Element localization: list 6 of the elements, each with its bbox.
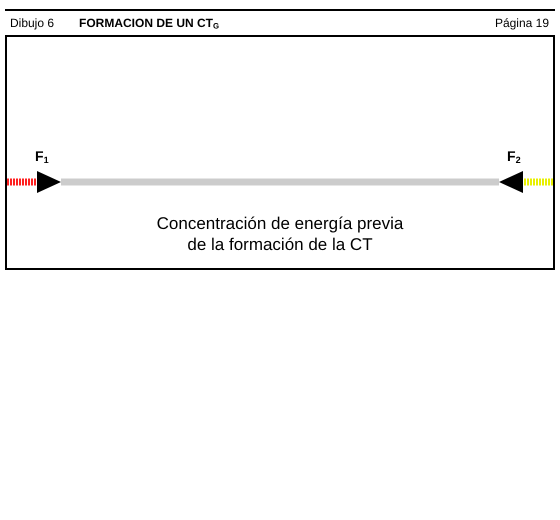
description-text: Concentración de energía previa de la formación de la CT bbox=[156, 213, 404, 255]
force-label: F$_{2}$ bbox=[507, 148, 521, 164]
page-number: Página 19 bbox=[494, 16, 549, 30]
figure-title: FORMACION DE UN CT$_{G}$ bbox=[79, 16, 220, 30]
figure-number: Dibujo 6 bbox=[10, 16, 54, 30]
force-label: F$_{1}$ bbox=[35, 148, 49, 164]
